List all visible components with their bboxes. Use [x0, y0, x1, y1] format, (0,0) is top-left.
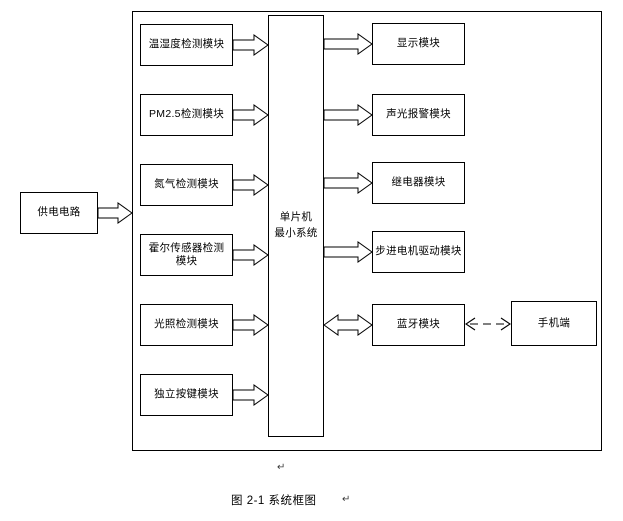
system-boundary-frame	[132, 11, 602, 451]
arrow-hall-to-mcu	[232, 244, 269, 266]
node-sensor-hall-label: 霍尔传感器检测 模块	[148, 241, 225, 267]
node-power-supply: 供电电路	[20, 192, 98, 234]
arrow-gas-to-mcu	[232, 174, 269, 196]
node-mobile-phone: 手机端	[511, 301, 597, 346]
node-sensor-light-label: 光照检测模块	[154, 318, 219, 331]
node-relay-module-label: 继电器模块	[391, 176, 446, 189]
node-sensor-pm25-label: PM2.5检测模块	[148, 108, 225, 121]
node-audible-visual-alarm-label: 声光报警模块	[386, 108, 451, 121]
arrow-keys-to-mcu	[232, 384, 269, 406]
node-mcu-minimum-system-label: 单片机 最小系统	[274, 211, 318, 239]
node-mobile-phone-label: 手机端	[537, 316, 571, 329]
node-stepper-motor-driver-label: 步进电机驱动模块	[375, 245, 462, 258]
node-sensor-gas-label: 氮气检测模块	[154, 178, 219, 191]
paragraph-mark-upper: ↵	[277, 462, 286, 473]
node-independent-keys-label: 独立按键模块	[154, 388, 219, 401]
node-display-module-label: 显示模块	[396, 37, 441, 50]
node-sensor-light: 光照检测模块	[140, 304, 233, 346]
node-sensor-temp-humidity-label: 温湿度检测模块	[148, 38, 225, 51]
arrow-mcu-to-display	[323, 33, 373, 55]
node-bluetooth-module: 蓝牙模块	[372, 304, 465, 346]
figure-caption: 图 2-1 系统框图	[231, 495, 317, 507]
arrow-mcu-to-bluetooth-bidirectional	[323, 314, 373, 336]
arrow-mcu-to-relay	[323, 172, 373, 194]
node-display-module: 显示模块	[372, 23, 465, 65]
paragraph-mark-caption: ↵	[342, 494, 351, 505]
arrow-mcu-to-alarm	[323, 104, 373, 126]
node-stepper-motor-driver: 步进电机驱动模块	[372, 231, 465, 273]
node-bluetooth-module-label: 蓝牙模块	[396, 318, 441, 331]
arrow-mcu-to-stepper	[323, 241, 373, 263]
node-relay-module: 继电器模块	[372, 162, 465, 204]
arrow-pm25-to-mcu	[232, 104, 269, 126]
arrow-light-to-mcu	[232, 314, 269, 336]
node-sensor-temp-humidity: 温湿度检测模块	[140, 24, 233, 66]
node-sensor-hall: 霍尔传感器检测 模块	[140, 234, 233, 276]
node-audible-visual-alarm: 声光报警模块	[372, 94, 465, 136]
link-bluetooth-to-phone-wireless	[465, 317, 511, 331]
arrow-temp-humidity-to-mcu	[232, 34, 269, 56]
node-independent-keys: 独立按键模块	[140, 374, 233, 416]
arrow-power-to-system	[97, 202, 133, 224]
node-power-supply-label: 供电电路	[37, 206, 81, 219]
node-mcu-minimum-system: 单片机 最小系统	[268, 15, 324, 437]
